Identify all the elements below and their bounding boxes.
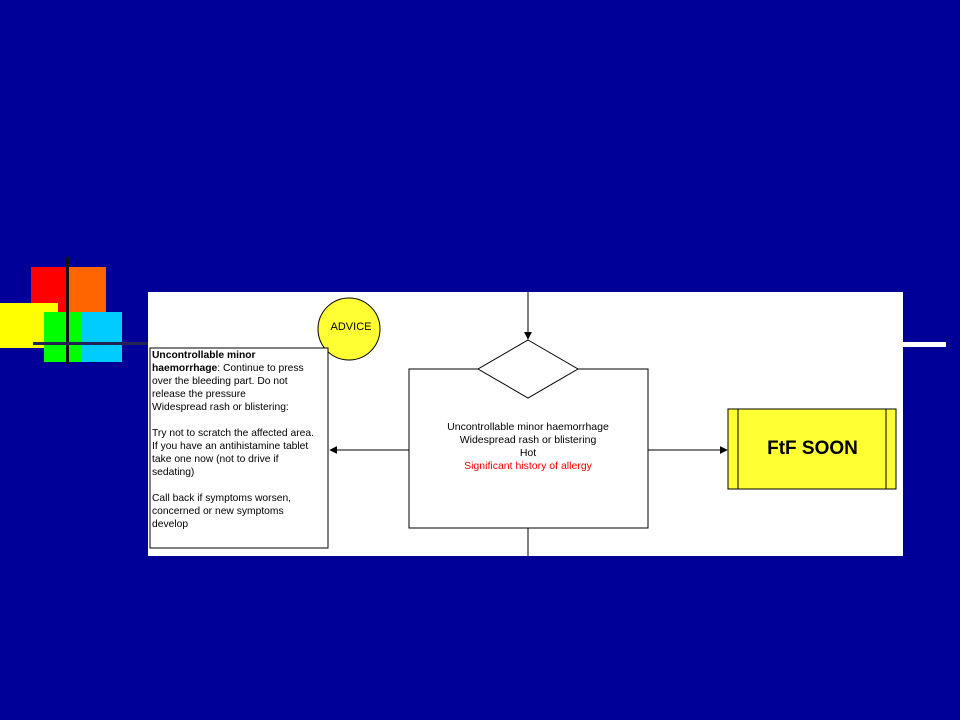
decor-vertical-line: [66, 257, 69, 364]
decor-orange-square: [69, 267, 106, 312]
advice-call-back: Call back if symptoms worsen, concerned …: [152, 493, 292, 530]
advice-text: Uncontrollable minor haemorrhage: Contin…: [150, 347, 320, 543]
advice-node-label: ADVICE: [330, 321, 372, 333]
symptom-rash: Widespread rash or blistering: [459, 434, 597, 446]
symptom-list: Uncontrollable minor haemorrhage Widespr…: [410, 421, 646, 473]
decor-cyan-square: [82, 312, 122, 362]
advice-heading-haemorrhage: Uncontrollable minor haemorrhage: [152, 350, 256, 374]
ftf-soon-box: [727, 408, 897, 490]
advice-text-box: [149, 347, 329, 549]
flowchart-canvas: [149, 292, 897, 556]
decor-green-square: [44, 312, 82, 362]
advice-heading-rash: Widespread rash or blistering:: [152, 402, 289, 413]
symptom-haemorrhage: Uncontrollable minor haemorrhage: [447, 421, 609, 433]
symptom-hot: Hot: [519, 447, 537, 459]
decision-diamond: [477, 339, 579, 399]
symptom-allergy-history: Significant history of allergy: [464, 460, 592, 472]
advice-paragraph-haemorrhage: Uncontrollable minor haemorrhage: Contin…: [152, 349, 317, 401]
flowchart-panel: ADVICE Uncontrollable minor haemorrhage:…: [148, 292, 903, 556]
advice-rash-instructions: Try not to scratch the affected area. If…: [152, 428, 314, 478]
decor-right-line: [902, 342, 946, 347]
decor-horizontal-line: [33, 342, 153, 345]
ftf-soon-label: FtF SOON: [767, 438, 858, 459]
advice-circle: [317, 297, 381, 361]
advice-haemorrhage-instructions: : Continue to press over the bleeding pa…: [152, 363, 304, 400]
